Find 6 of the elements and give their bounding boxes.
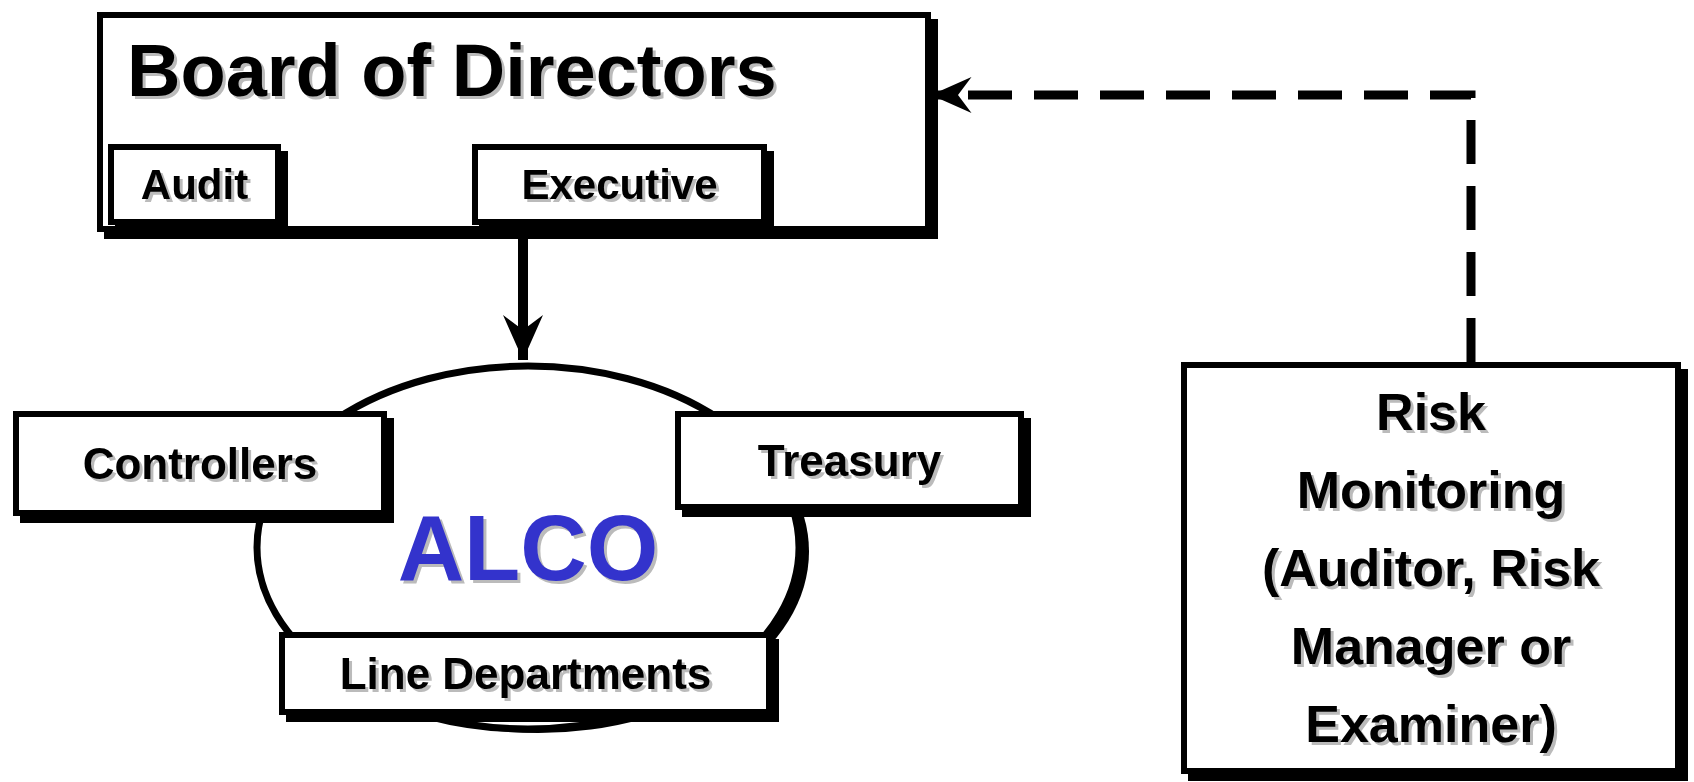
board-title: Board of Directors (127, 34, 777, 108)
box-label: Risk Monitoring (Auditor, Risk Manager or Examiner) (1261, 382, 1601, 755)
box-label: Controllers (82, 437, 318, 490)
box-label: Treasury (757, 434, 942, 487)
box-label: Executive (521, 163, 718, 206)
box-label: Audit (140, 163, 249, 206)
